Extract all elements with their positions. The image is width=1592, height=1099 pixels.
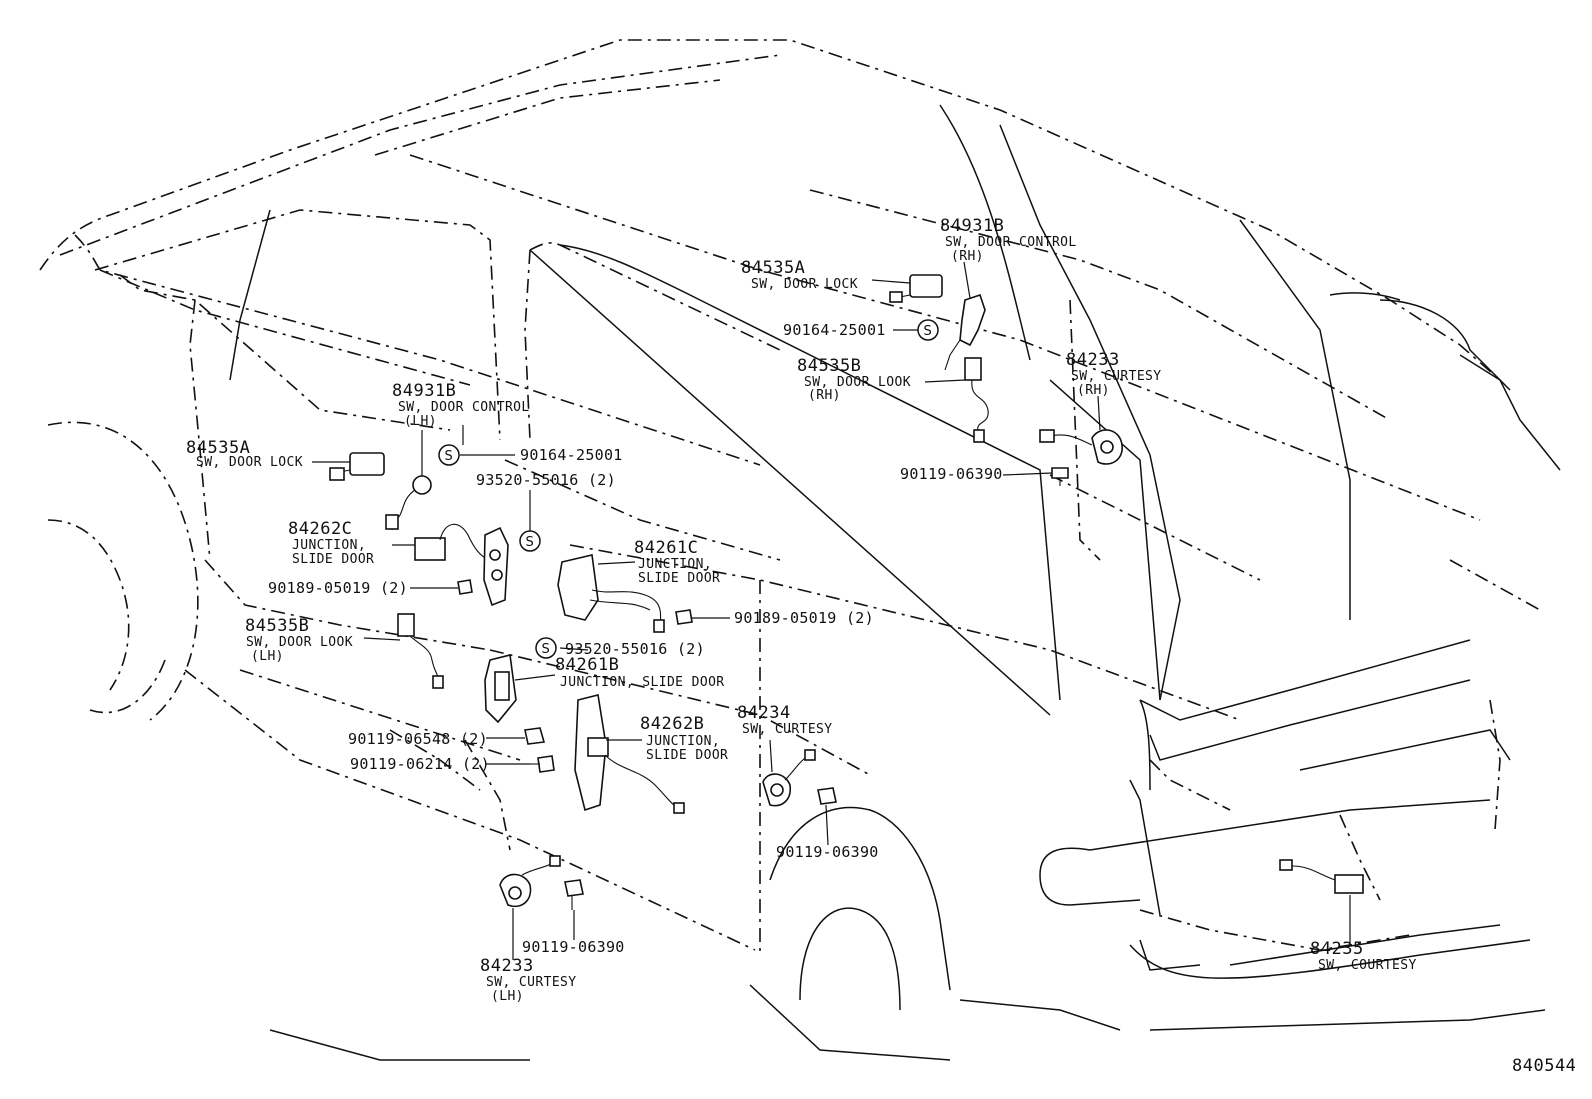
label-84535b-rh-part: 84535B	[797, 356, 862, 376]
leader-lines	[312, 261, 1351, 960]
seal-symbol-letter: S	[526, 535, 534, 550]
part-84261c-junction	[557, 554, 665, 633]
label-90119-low-part: 90119-06390	[522, 938, 625, 956]
part-84261b-junction	[484, 654, 517, 724]
label-84235-desc: SW, COURTESY	[1318, 958, 1417, 973]
seal-symbol-mid-a: S	[519, 530, 541, 552]
label-84233-rh-desc: SW, CURTESY	[1071, 369, 1162, 384]
part-84233-lh-switch	[499, 855, 561, 907]
part-84262b-junction	[574, 694, 685, 814]
label-93520-b-part: 93520-55016 (2)	[565, 640, 705, 658]
part-84234-switch	[762, 749, 816, 807]
label-84535b-rh-side: (RH)	[808, 388, 841, 403]
seal-symbol-letter: S	[542, 642, 550, 657]
label-84535b-lh-desc: SW, DOOR LOOK	[246, 635, 353, 650]
label-84931b-rh-desc: SW, DOOR CONTROL	[945, 235, 1077, 250]
part-84931b-lh-switch	[385, 475, 432, 531]
label-84235-part: 84235	[1310, 939, 1364, 959]
vehicle-body-solid-lines	[229, 104, 1561, 1061]
label-84261c-desc2: SLIDE DOOR	[638, 571, 721, 586]
label-84262b-part: 84262B	[640, 714, 705, 734]
label-84262c-part: 84262C	[288, 519, 353, 539]
label-84261b-desc: JUNCTION, SLIDE DOOR	[560, 675, 725, 690]
part-90119-06548-bolt	[524, 727, 546, 745]
part-84233-rh-switch	[1039, 429, 1123, 465]
label-84931b-lh-desc: SW, DOOR CONTROL	[398, 400, 530, 415]
label-84262c-desc2: SLIDE DOOR	[292, 552, 375, 567]
label-90119-mid-part: 90119-06390	[776, 843, 879, 861]
part-90119-06214-bolt	[530, 755, 555, 773]
part-84535a-rh-switch	[889, 274, 943, 303]
part-84235-switch	[1279, 859, 1364, 894]
label-84262b-desc2: SLIDE DOOR	[646, 748, 729, 763]
seal-symbol-letter: S	[924, 324, 932, 339]
part-90119-low-bolt	[564, 879, 584, 910]
label-84931b-lh-part: 84931B	[392, 381, 457, 401]
label-84535b-lh-part: 84535B	[245, 616, 310, 636]
part-84535b-lh-wire	[397, 613, 444, 689]
label-90119-06214-part: 90119-06214 (2)	[350, 755, 490, 773]
part-90119-rh-bolt	[1051, 467, 1069, 486]
label-90189-a-part: 90189-05019 (2)	[268, 579, 408, 597]
label-84535a-lh-desc: SW, DOOR LOCK	[196, 455, 303, 470]
label-84261c-desc1: JUNCTION,	[638, 557, 713, 572]
label-90189-b-part: 90189-05019 (2)	[734, 609, 874, 627]
part-84262c-junction	[414, 523, 509, 607]
label-84535a-lh-part: 84535A	[186, 438, 251, 458]
label-84535a-rh-part: 84535A	[741, 258, 806, 278]
part-90189-clip-b	[675, 609, 693, 625]
label-84234-part: 84234	[737, 703, 791, 723]
label-93520-a-part: 93520-55016 (2)	[476, 471, 616, 489]
seal-symbol-letter: S	[445, 449, 453, 464]
label-84233-rh-side: (RH)	[1077, 383, 1110, 398]
label-84233-lh-side: (LH)	[491, 989, 524, 1004]
label-84262c-desc1: JUNCTION,	[292, 538, 367, 553]
part-90119-mid-bolt	[817, 787, 837, 805]
label-84261c-part: 84261C	[634, 538, 699, 558]
part-84931b-rh-switch	[944, 293, 986, 371]
label-84535b-lh-side: (LH)	[251, 649, 284, 664]
part-84535a-lh-switch	[329, 452, 385, 481]
seal-symbol-rh: S	[917, 319, 939, 341]
label-90164-lh-part: 90164-25001	[520, 446, 623, 464]
label-84233-lh-desc: SW, CURTESY	[486, 975, 577, 990]
label-84261b-part: 84261B	[555, 655, 620, 675]
label-84233-rh-part: 84233	[1066, 350, 1120, 370]
label-84931b-lh-side: (LH)	[404, 414, 437, 429]
label-84931b-rh-side: (RH)	[951, 249, 984, 264]
seal-symbol-mid-b: S	[535, 637, 557, 659]
diagram-code: 840544	[1512, 1056, 1577, 1076]
label-90119-rh-part: 90119-06390	[900, 465, 1003, 483]
part-84535b-rh-wire	[964, 357, 989, 443]
label-84931b-rh-part: 84931B	[940, 216, 1005, 236]
label-84535b-rh-desc: SW, DOOR LOOK	[804, 375, 911, 390]
label-90164-rh-part: 90164-25001	[783, 321, 886, 339]
label-84262b-desc1: JUNCTION,	[646, 734, 721, 749]
label-84233-lh-part: 84233	[480, 956, 534, 976]
seal-symbol-lh: S	[438, 444, 460, 466]
label-84234-desc: SW, CURTESY	[742, 722, 833, 737]
label-90119-06548-part: 90119-06548 (2)	[348, 730, 488, 748]
label-84535a-rh-desc: SW, DOOR LOCK	[751, 277, 858, 292]
vehicle-body-outline	[39, 39, 1541, 955]
part-90189-clip-a	[457, 579, 473, 595]
